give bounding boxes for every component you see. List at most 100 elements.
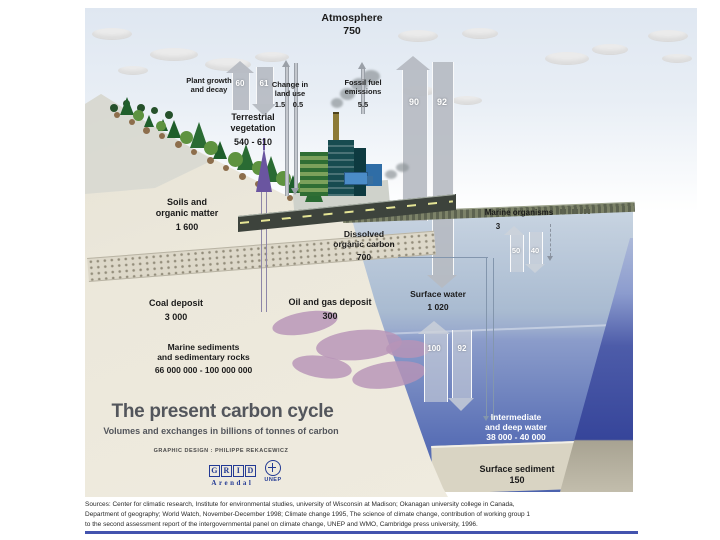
- marine-sediments-value: 66 000 000 - 100 000 000: [154, 365, 253, 376]
- diagram-title: The present carbon cycle: [111, 401, 334, 422]
- sedimentation-dashed-line: [550, 224, 551, 256]
- flux-value-deep-up: 100: [427, 344, 441, 353]
- smoke-icon: [385, 170, 397, 179]
- oil-derrick-mast: [263, 138, 265, 150]
- surface-sediment-label: Surface sediment 150: [467, 464, 567, 486]
- atmosphere-label: Atmosphere 750: [307, 12, 397, 37]
- soils-line1: Soils and: [166, 197, 207, 207]
- conifer-tree-icon: [144, 115, 154, 127]
- deep-water-line2: and deep water: [485, 422, 547, 433]
- shrub-icon: [207, 157, 214, 164]
- fossil-fuel-label: Fossil fuel emissions: [338, 78, 388, 96]
- shrub-icon: [287, 195, 293, 201]
- grid-arendal-name: Arendal: [211, 479, 254, 487]
- land-use-line1: Change in: [271, 80, 309, 89]
- marine-sediments-line1: Marine sediments: [167, 342, 240, 352]
- broadleaf-tree-icon: [180, 131, 193, 144]
- flux-arrow-down-head: [525, 264, 545, 273]
- smoke-icon: [362, 70, 380, 83]
- oil-derrick-icon: [256, 148, 272, 192]
- marine-organisms-label: Marine organisms: [484, 208, 554, 217]
- coal-name: Coal deposit: [148, 298, 203, 308]
- plant-growth-line1: Plant growth: [186, 76, 232, 85]
- terrestrial-line1: Terrestrial: [231, 112, 275, 122]
- flux-arrow-down-head: [291, 188, 299, 195]
- doc-export-line: [486, 258, 487, 416]
- factory-building: [300, 152, 328, 196]
- shrub-icon: [191, 149, 197, 155]
- shrub-icon: [143, 127, 150, 134]
- broadleaf-tree-icon: [133, 110, 144, 121]
- grid-letter: I: [232, 465, 244, 477]
- cloud-icon: [545, 52, 589, 65]
- smoke-icon: [331, 98, 343, 108]
- surface-sediment-value: 150: [509, 474, 525, 485]
- land-use-down-value: 0.5: [292, 100, 304, 109]
- shrub-icon: [114, 112, 120, 118]
- terrestrial-line2: vegetation: [230, 122, 276, 133]
- conifer-tree-icon: [190, 122, 208, 148]
- cloud-icon: [118, 66, 148, 75]
- intermediate-deep-water-label: Intermediate and deep water 38 000 - 40 …: [466, 412, 566, 443]
- flux-line-land-use-up: [285, 67, 289, 196]
- dissolved-organic-carbon-label: Dissolved organic carbon 700: [326, 229, 402, 263]
- flux-arrow-down-head: [547, 256, 553, 261]
- flux-value-ocean-down: 92: [436, 97, 447, 107]
- fossil-fuel-line2: emissions: [344, 87, 382, 96]
- truck-cab: [367, 176, 373, 184]
- flux-arrow-deep-to-surface: [424, 334, 448, 402]
- flux-arrow-organisms-down: [529, 232, 543, 264]
- marine-sediments-label: Marine sediments and sedimentary rocks 6…: [146, 342, 261, 376]
- cloud-icon: [150, 48, 198, 61]
- flux-value-organisms-up: 50: [511, 246, 521, 255]
- doc-line2: organic carbon: [333, 239, 395, 250]
- atmosphere-value: 750: [343, 24, 361, 37]
- truck-icon: [344, 172, 373, 185]
- cloud-icon: [92, 28, 132, 40]
- oil-gas-name: Oil and gas deposit: [288, 297, 372, 307]
- oil-gas-deposit-label: Oil and gas deposit 300: [288, 297, 372, 322]
- flux-arrow-ocean-to-atmosphere: [402, 70, 428, 221]
- bush-icon: [151, 107, 158, 114]
- marine-organisms-value: 3: [495, 222, 501, 231]
- cloud-icon: [398, 30, 438, 42]
- flux-value-ocean-up: 90: [408, 97, 419, 107]
- plant-growth-line2: and decay: [190, 85, 228, 94]
- land-use-up-value: 1.5: [274, 100, 286, 109]
- flux-arrow-down-head: [448, 398, 474, 411]
- flux-arrow-up-head: [418, 321, 450, 334]
- sources-line3: to the second assessment report of the i…: [85, 520, 478, 528]
- land-use-line2: land use: [274, 89, 306, 98]
- cloud-icon: [462, 28, 498, 39]
- deep-water-line1: Intermediate: [490, 412, 542, 422]
- soils-line2: organic matter: [155, 207, 219, 218]
- doc-connector-line: [398, 257, 488, 258]
- flux-arrow-up-head: [226, 61, 254, 73]
- bottom-rule: [85, 531, 638, 534]
- doc-value: 700: [356, 252, 372, 263]
- fossil-fuel-line1: Fossil fuel: [344, 78, 382, 87]
- shrub-icon: [175, 141, 182, 148]
- marine-sediments-line2: and sedimentary rocks: [157, 352, 250, 363]
- land-use-label: Change in land use: [266, 80, 314, 98]
- soils-value: 1 600: [175, 221, 199, 232]
- well-shaft-line: [261, 190, 267, 312]
- conifer-tree-icon: [120, 97, 134, 115]
- factory-chimney: [333, 112, 339, 162]
- unep-logo: UNEP: [264, 460, 281, 483]
- doc-line1: Dissolved: [343, 229, 385, 239]
- surface-water-name: Surface water: [410, 289, 466, 299]
- shrub-icon: [223, 165, 229, 171]
- flux-arrow-up-head: [504, 226, 524, 235]
- atmosphere-name: Atmosphere: [321, 12, 383, 24]
- flux-arrow-down-head: [252, 104, 276, 116]
- shrub-icon: [159, 133, 165, 139]
- cloud-icon: [662, 54, 692, 63]
- broadleaf-tree-icon: [156, 121, 166, 131]
- fossil-fuel-value: 5.5: [357, 100, 369, 109]
- coal-value: 3 000: [164, 311, 188, 322]
- flux-arrow-down-head: [483, 416, 489, 421]
